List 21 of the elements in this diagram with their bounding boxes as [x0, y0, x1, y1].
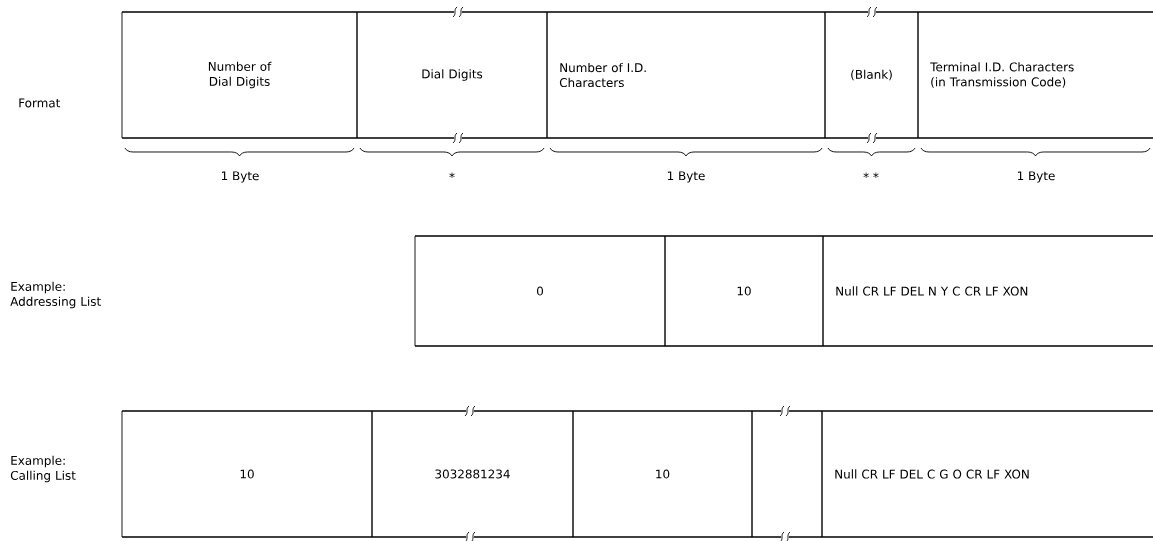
field-box: 10 — [121, 410, 373, 538]
field-box: 10 — [572, 410, 753, 538]
field-box: (Blank) — [824, 11, 919, 139]
row-label: Format — [19, 98, 61, 108]
field-box: Null CR LF DEL C G O CR LF XON — [821, 410, 1153, 538]
empty-field-box — [751, 410, 823, 538]
field-box: Terminal I.D. Characters (in Transmission Code) — [917, 11, 1153, 139]
size-label: 1 Byte — [221, 171, 259, 183]
size-label: 1 Byte — [1017, 171, 1055, 183]
field-box: 0 — [414, 235, 666, 347]
field-box: Null CR LF DEL N Y C CR LF XON — [822, 235, 1153, 347]
size-label: 1 Byte — [667, 171, 705, 183]
row-label: Example: Addressing List — [10, 281, 101, 309]
size-label: * * — [863, 172, 879, 178]
row-label: Example: Calling List — [10, 455, 76, 483]
field-box: 10 — [664, 235, 824, 347]
size-label: * — [449, 172, 455, 178]
field-box: 3032881234 — [371, 410, 574, 538]
field-box: Number of Dial Digits — [121, 11, 358, 139]
field-box: Number of I.D. Characters — [546, 11, 826, 139]
field-box: Dial Digits — [356, 11, 548, 139]
